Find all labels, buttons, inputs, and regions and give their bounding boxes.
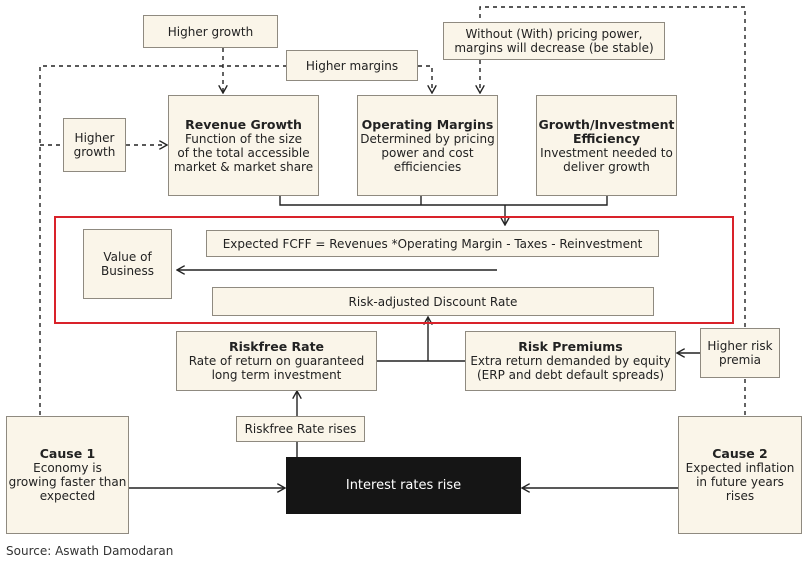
value-of-business-line1: Value of	[103, 250, 152, 264]
revenue-growth-line3: market & market share	[173, 159, 314, 174]
cause2-line1: Expected inflation	[685, 461, 795, 475]
higher-growth-top-label: Higher growth	[143, 15, 278, 48]
risk-premiums-line1: Extra return demanded by equity	[470, 354, 671, 368]
riskfree-rises-text: Riskfree Rate rises	[244, 422, 357, 436]
cause2-title: Cause 2	[712, 446, 768, 461]
dashed-outer-left	[39, 65, 286, 415]
cause1-line2: growing faster than	[8, 475, 127, 489]
pricing-power-label: Without (With) pricing power, margins wi…	[443, 22, 665, 60]
value-of-business-line2: Business	[101, 264, 154, 278]
cause1-line3: expected	[39, 489, 96, 503]
growth-investment-title-line1: Growth/Investment	[538, 116, 675, 132]
risk-premiums-title: Risk Premiums	[518, 339, 623, 354]
operating-margins-line3: efficiencies	[393, 159, 462, 174]
revenue-growth-box: Revenue Growth Function of the size of t…	[168, 95, 319, 196]
operating-margins-box: Operating Margins Determined by pricing …	[357, 95, 498, 196]
higher-risk-premia-box: Higher risk premia	[700, 328, 780, 378]
higher-margins-label: Higher margins	[286, 50, 418, 81]
valuation-frame	[54, 216, 734, 324]
higher-growth-top-text: Higher growth	[167, 24, 254, 39]
cause2-line2: in future years	[696, 475, 784, 489]
cause1-title: Cause 1	[39, 446, 96, 461]
risk-premiums-line2: (ERP and debt default spreads)	[476, 368, 665, 382]
risk-premiums-box: Risk Premiums Extra return demanded by e…	[465, 331, 676, 391]
riskfree-rate-line2: long term investment	[211, 368, 342, 382]
revenue-growth-line1: Function of the size	[184, 131, 302, 146]
interest-rates-rise-box: Interest rates rise	[286, 457, 521, 514]
riskfree-rises-box: Riskfree Rate rises	[236, 416, 365, 442]
cause1-box: Cause 1 Economy is growing faster than e…	[6, 416, 129, 534]
discount-rate-text: Risk-adjusted Discount Rate	[348, 294, 518, 309]
dashed-margins-arrow	[418, 65, 432, 92]
higher-growth-left-line2: growth	[73, 145, 116, 159]
higher-risk-line2: premia	[718, 353, 762, 367]
riskfree-rate-title: Riskfree Rate	[228, 339, 325, 354]
cause2-line3: rises	[725, 489, 755, 503]
operating-margins-title: Operating Margins	[361, 116, 494, 132]
value-of-business-box: Value of Business	[83, 229, 172, 299]
interest-rates-rise-text: Interest rates rise	[345, 478, 462, 493]
dashed-outer-right	[479, 6, 746, 415]
discount-rate-box: Risk-adjusted Discount Rate	[212, 287, 654, 316]
operating-margins-line2: power and cost	[381, 145, 474, 160]
top-boxes-join	[279, 196, 608, 224]
growth-investment-line2: deliver growth	[563, 159, 650, 174]
higher-risk-line1: Higher risk	[707, 339, 773, 353]
growth-investment-line1: Investment needed to	[540, 145, 673, 160]
higher-margins-text: Higher margins	[305, 58, 399, 73]
expected-fcff-text: Expected FCFF = Revenues *Operating Marg…	[222, 236, 643, 251]
pricing-power-line2: margins will decrease (be stable)	[454, 41, 654, 55]
growth-investment-title-line2: Efficiency	[572, 130, 641, 146]
higher-growth-left-line1: Higher	[74, 131, 115, 145]
pricing-power-line1: Without (With) pricing power,	[465, 27, 643, 41]
revenue-growth-line2: of the total accessible	[177, 145, 310, 160]
growth-investment-box: Growth/Investment Efficiency Investment …	[536, 95, 677, 196]
source-caption: Source: Aswath Damodaran	[6, 544, 174, 558]
revenue-growth-title: Revenue Growth	[185, 116, 302, 132]
riskfree-rate-line1: Rate of return on guaranteed	[188, 354, 365, 368]
operating-margins-line1: Determined by pricing	[360, 131, 495, 146]
riskfree-rate-box: Riskfree Rate Rate of return on guarante…	[176, 331, 377, 391]
cause2-box: Cause 2 Expected inflation in future yea…	[678, 416, 802, 534]
cause1-line1: Economy is	[33, 461, 102, 475]
higher-growth-left-label: Higher growth	[63, 118, 126, 172]
expected-fcff-box: Expected FCFF = Revenues *Operating Marg…	[206, 230, 659, 257]
